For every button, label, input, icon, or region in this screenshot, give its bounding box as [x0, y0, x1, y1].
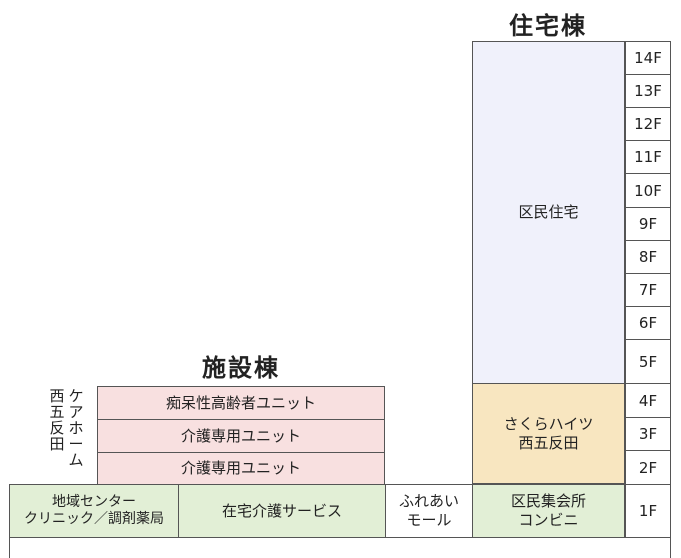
- residential-building-title: 住宅棟: [509, 12, 587, 40]
- community-hall: 区民集会所 コンビニ: [472, 484, 625, 538]
- hall-line2: コンビニ: [518, 511, 579, 529]
- gh-char: 田: [49, 435, 65, 453]
- ward-housing-label: 区民住宅: [518, 203, 579, 222]
- home-care-service: 在宅介護サービス: [178, 484, 386, 538]
- group-home-label-col2: ケ ア ホ ー ム: [67, 388, 85, 468]
- floor-label-13f: 13F: [625, 74, 671, 108]
- care-unit-2f-label: 介護専用ユニット: [180, 459, 301, 478]
- floor-label-9f: 9F: [625, 207, 671, 241]
- floor-label-2f: 2F: [625, 450, 671, 485]
- gh-char: ア: [68, 403, 84, 421]
- group-home-label-col1: 西 五 反 田: [48, 388, 66, 452]
- floor-label-14f: 14F: [625, 41, 671, 75]
- mall-line1: ふれあい: [398, 492, 459, 511]
- gh-char: 西: [49, 387, 65, 405]
- sakura-heights-line2: 西五反田: [518, 433, 579, 452]
- dementia-unit: 痴呆性高齢者ユニット: [97, 386, 385, 420]
- gh-char: ホ: [68, 419, 84, 437]
- floor-label-8f: 8F: [625, 240, 671, 274]
- floor-label-3f: 3F: [625, 417, 671, 451]
- gh-char: 反: [49, 419, 65, 437]
- gh-char: ム: [68, 451, 84, 469]
- hall-line1: 区民集会所: [510, 492, 586, 511]
- floor-label-5f: 5F: [625, 339, 671, 384]
- floor-label-4f: 4F: [625, 383, 671, 418]
- care-unit-3f: 介護専用ユニット: [97, 419, 385, 453]
- clinic-line2: クリニック／調剤薬局: [24, 511, 164, 527]
- fureai-mall: ふれあい モール: [385, 484, 473, 538]
- community-clinic: 地域センター クリニック／調剤薬局: [9, 484, 179, 538]
- gh-char: ー: [68, 435, 84, 453]
- floor-label-6f: 6F: [625, 306, 671, 340]
- gh-char: 五: [49, 403, 65, 421]
- care-unit-3f-label: 介護専用ユニット: [180, 426, 301, 445]
- mall-line2: モール: [406, 511, 452, 529]
- floor-label-12f: 12F: [625, 107, 671, 141]
- floor-label-7f: 7F: [625, 273, 671, 307]
- basement-outline: [9, 537, 671, 558]
- facility-building-title: 施設棟: [202, 354, 280, 382]
- home-care-service-label: 在宅介護サービス: [221, 501, 342, 520]
- floor-label-10f: 10F: [625, 173, 671, 208]
- floor-label-1f: 1F: [625, 484, 671, 538]
- ward-housing-block: 区民住宅: [472, 41, 625, 384]
- care-unit-2f: 介護専用ユニット: [97, 452, 385, 485]
- sakura-heights-block: さくらハイツ 西五反田: [472, 383, 625, 484]
- sakura-heights-line1: さくらハイツ: [503, 414, 594, 433]
- gh-char: ケ: [68, 387, 84, 405]
- dementia-unit-label: 痴呆性高齢者ユニット: [165, 393, 316, 412]
- clinic-line1: 地域センター: [52, 493, 136, 510]
- floor-label-11f: 11F: [625, 140, 671, 174]
